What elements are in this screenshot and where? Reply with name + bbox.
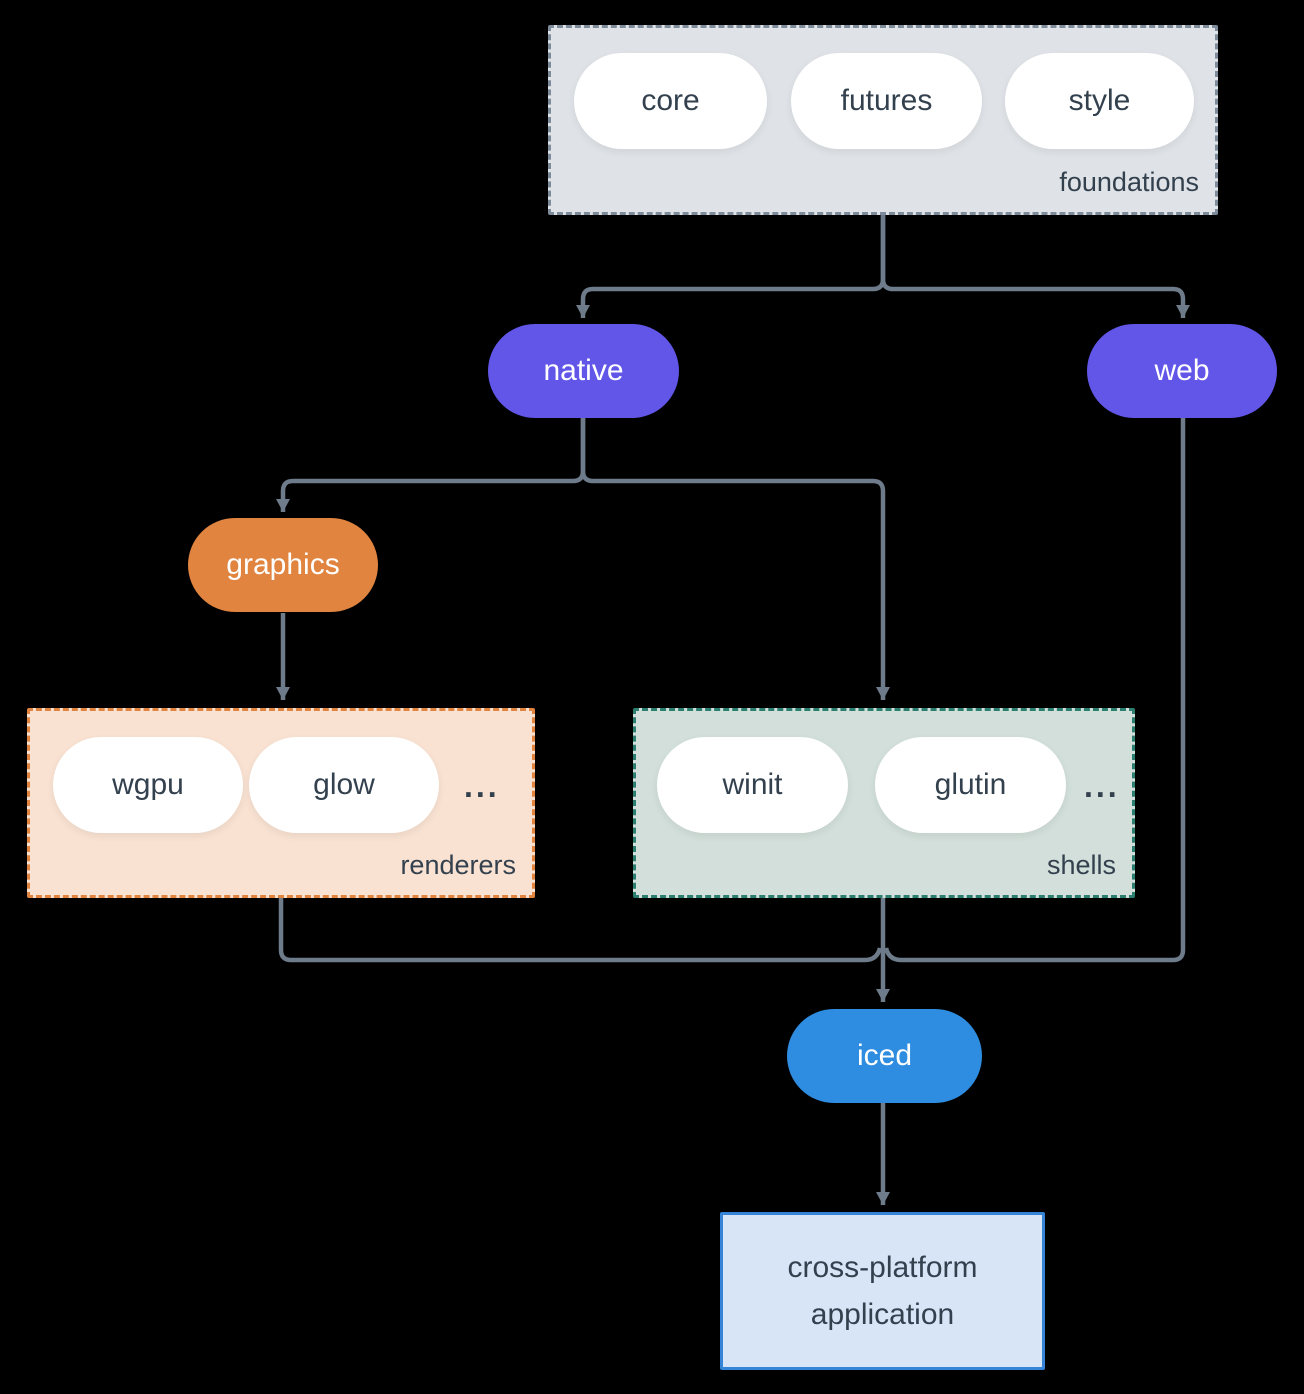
- node-graphics: graphics: [188, 518, 378, 612]
- node-glow: glow: [249, 737, 439, 833]
- node-winit-label: winit: [722, 768, 783, 801]
- connector-web-junction: [883, 418, 1186, 963]
- node-native-label: native: [543, 354, 624, 387]
- node-core: core: [574, 53, 767, 149]
- shells-group-label: shells: [1046, 850, 1116, 880]
- node-iced: iced: [787, 1009, 982, 1103]
- node-glow-label: glow: [313, 768, 375, 801]
- node-web: web: [1087, 324, 1277, 418]
- node-core-label: core: [641, 84, 700, 117]
- node-style: style: [1005, 53, 1194, 149]
- node-graphics-label: graphics: [226, 548, 340, 581]
- foundations-group-label: foundations: [1059, 167, 1199, 197]
- node-futures: futures: [791, 53, 982, 149]
- node-iced-label: iced: [856, 1039, 913, 1072]
- application-label-line2: application: [810, 1298, 955, 1331]
- connector-foundations-web: [880, 215, 1190, 318]
- shells-ellipsis: ...: [1084, 768, 1120, 804]
- connector-native-shells: [580, 418, 890, 700]
- renderers-ellipsis: ...: [464, 768, 500, 804]
- node-winit: winit: [657, 737, 848, 833]
- node-native: native: [488, 324, 679, 418]
- renderers-group-label: renderers: [400, 850, 516, 880]
- node-wgpu: wgpu: [53, 737, 243, 833]
- application-label-line1: cross-platform: [787, 1251, 978, 1284]
- node-web-label: web: [1154, 354, 1210, 387]
- connector-native-graphics: [276, 418, 586, 512]
- connector-renderers-junction: [278, 898, 883, 963]
- node-glutin: glutin: [875, 737, 1066, 833]
- renderers-group-box: wgpu glow ... renderers: [27, 708, 535, 898]
- node-futures-label: futures: [840, 84, 933, 117]
- node-cross-platform-application: cross-platform application: [720, 1212, 1045, 1370]
- node-glutin-label: glutin: [934, 768, 1007, 801]
- shells-group-box: winit glutin ... shells: [633, 708, 1135, 898]
- node-style-label: style: [1068, 84, 1131, 117]
- node-wgpu-label: wgpu: [112, 768, 184, 801]
- connector-foundations-native: [576, 215, 886, 318]
- foundations-group-box: core futures style foundations: [548, 25, 1218, 215]
